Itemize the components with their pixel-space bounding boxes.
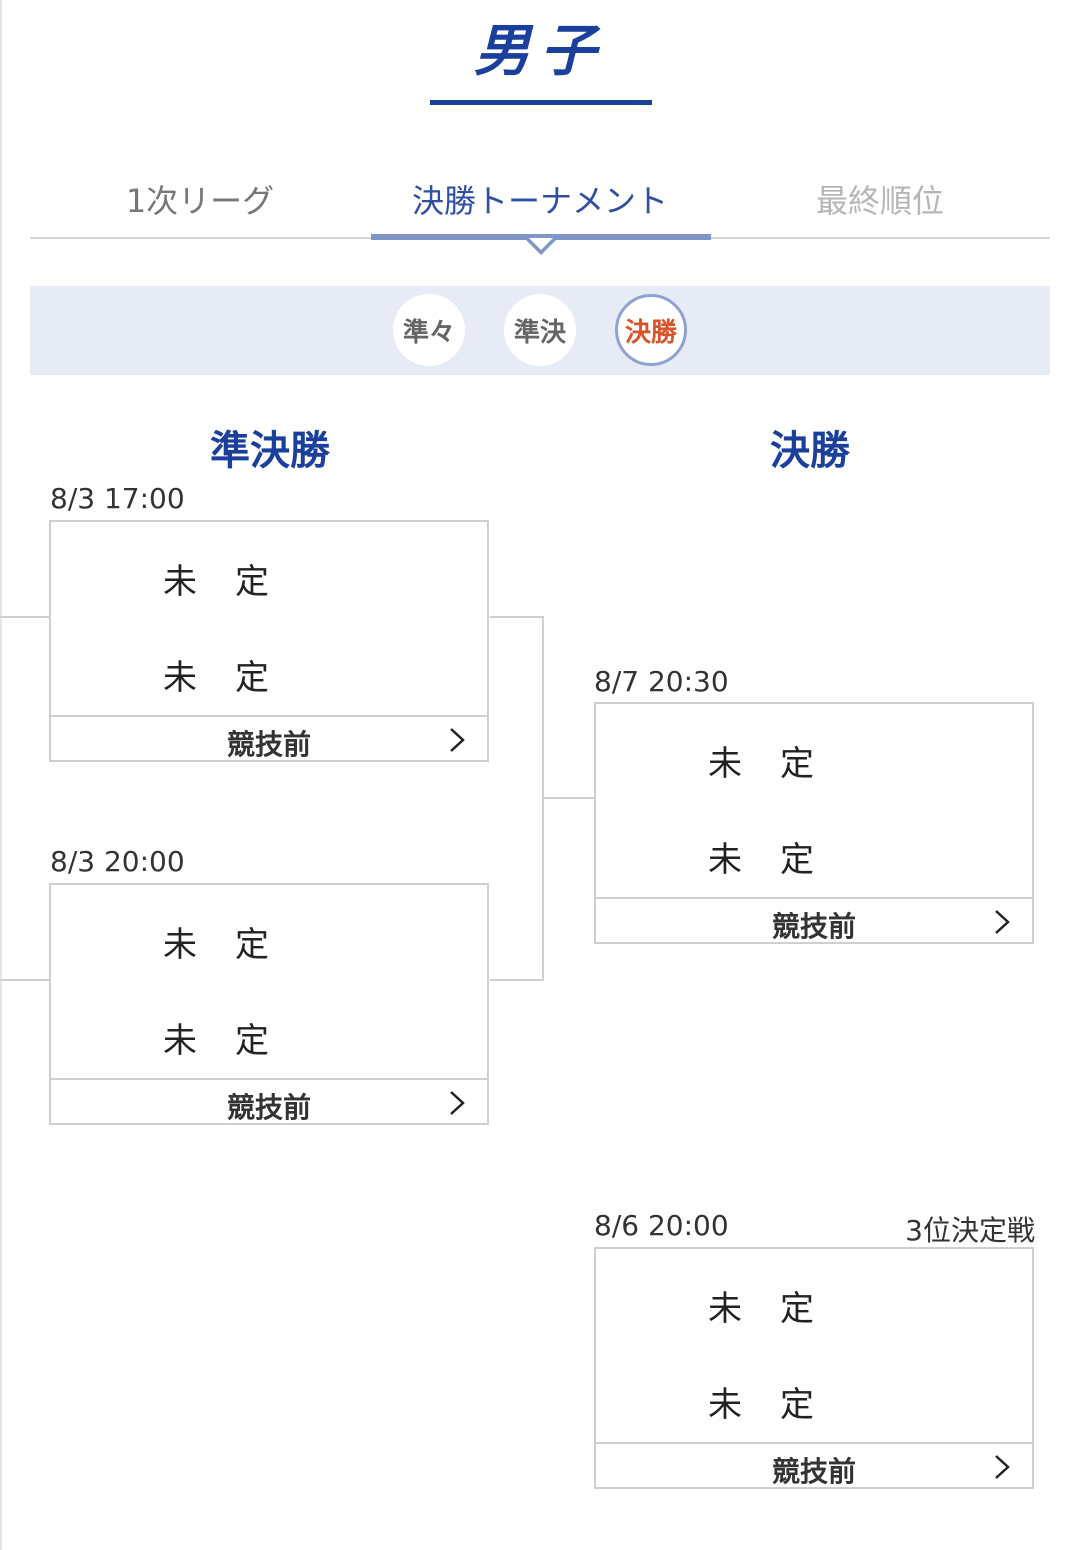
tab-active-indicator bbox=[371, 234, 711, 240]
bracket-line bbox=[490, 979, 544, 981]
team-name: 未 定 bbox=[163, 562, 271, 602]
team-name: 未 定 bbox=[708, 1385, 816, 1425]
tab-first-league[interactable]: 1次リーグ bbox=[125, 182, 275, 220]
match-time-sf1: 8/3 17:00 bbox=[50, 482, 185, 515]
left-edge-border bbox=[0, 0, 2, 1550]
third-place-label: 3位決定戦 bbox=[905, 1214, 1035, 1247]
team-name: 未 定 bbox=[708, 840, 816, 880]
bracket-line bbox=[0, 979, 50, 981]
round-button-quarterfinal[interactable]: 準々 bbox=[393, 294, 465, 366]
chevron-right-icon bbox=[995, 1455, 1010, 1479]
tab-final-tournament[interactable]: 決勝トーナメント bbox=[411, 182, 668, 220]
match-time-final: 8/7 20:30 bbox=[594, 665, 729, 698]
match-status-link[interactable]: 競技前 bbox=[596, 1442, 1032, 1491]
match-status: 競技前 bbox=[771, 1455, 856, 1488]
tab-final-ranking[interactable]: 最終順位 bbox=[815, 182, 944, 220]
match-status-link[interactable]: 競技前 bbox=[596, 897, 1032, 946]
match-time-third: 8/6 20:00 bbox=[594, 1209, 729, 1242]
round-button-semifinal[interactable]: 準決 bbox=[504, 294, 576, 366]
bracket-line bbox=[542, 797, 596, 799]
match-card-third[interactable]: 未 定 未 定 競技前 bbox=[594, 1247, 1034, 1489]
bracket-line bbox=[0, 616, 50, 618]
chevron-right-icon bbox=[450, 1091, 465, 1115]
tab-bar: 1次リーグ 決勝トーナメント 最終順位 bbox=[30, 160, 1050, 240]
team-name: 未 定 bbox=[163, 658, 271, 698]
team-name: 未 定 bbox=[163, 1021, 271, 1061]
team-name: 未 定 bbox=[708, 1289, 816, 1329]
match-status: 競技前 bbox=[771, 910, 856, 943]
match-card-sf2[interactable]: 未 定 未 定 競技前 bbox=[49, 883, 489, 1125]
match-status-link[interactable]: 競技前 bbox=[51, 1078, 487, 1127]
team-name: 未 定 bbox=[163, 925, 271, 965]
chevron-right-icon bbox=[450, 728, 465, 752]
round-button-final[interactable]: 決勝 bbox=[615, 294, 687, 366]
chevron-right-icon bbox=[995, 910, 1010, 934]
caret-inner bbox=[529, 238, 553, 250]
page-title: 男子 bbox=[474, 19, 606, 84]
bracket-line bbox=[490, 616, 544, 618]
match-status-link[interactable]: 競技前 bbox=[51, 715, 487, 764]
title-underline bbox=[430, 100, 652, 105]
match-card-sf1[interactable]: 未 定 未 定 競技前 bbox=[49, 520, 489, 762]
column-title-semifinal: 準決勝 bbox=[210, 428, 330, 474]
column-title-final: 決勝 bbox=[770, 428, 850, 474]
match-card-final[interactable]: 未 定 未 定 競技前 bbox=[594, 702, 1034, 944]
round-selector: 準々 準決 決勝 bbox=[30, 286, 1050, 375]
match-time-sf2: 8/3 20:00 bbox=[50, 845, 185, 878]
team-name: 未 定 bbox=[708, 744, 816, 784]
match-status: 競技前 bbox=[226, 1091, 311, 1124]
match-status: 競技前 bbox=[226, 728, 311, 761]
